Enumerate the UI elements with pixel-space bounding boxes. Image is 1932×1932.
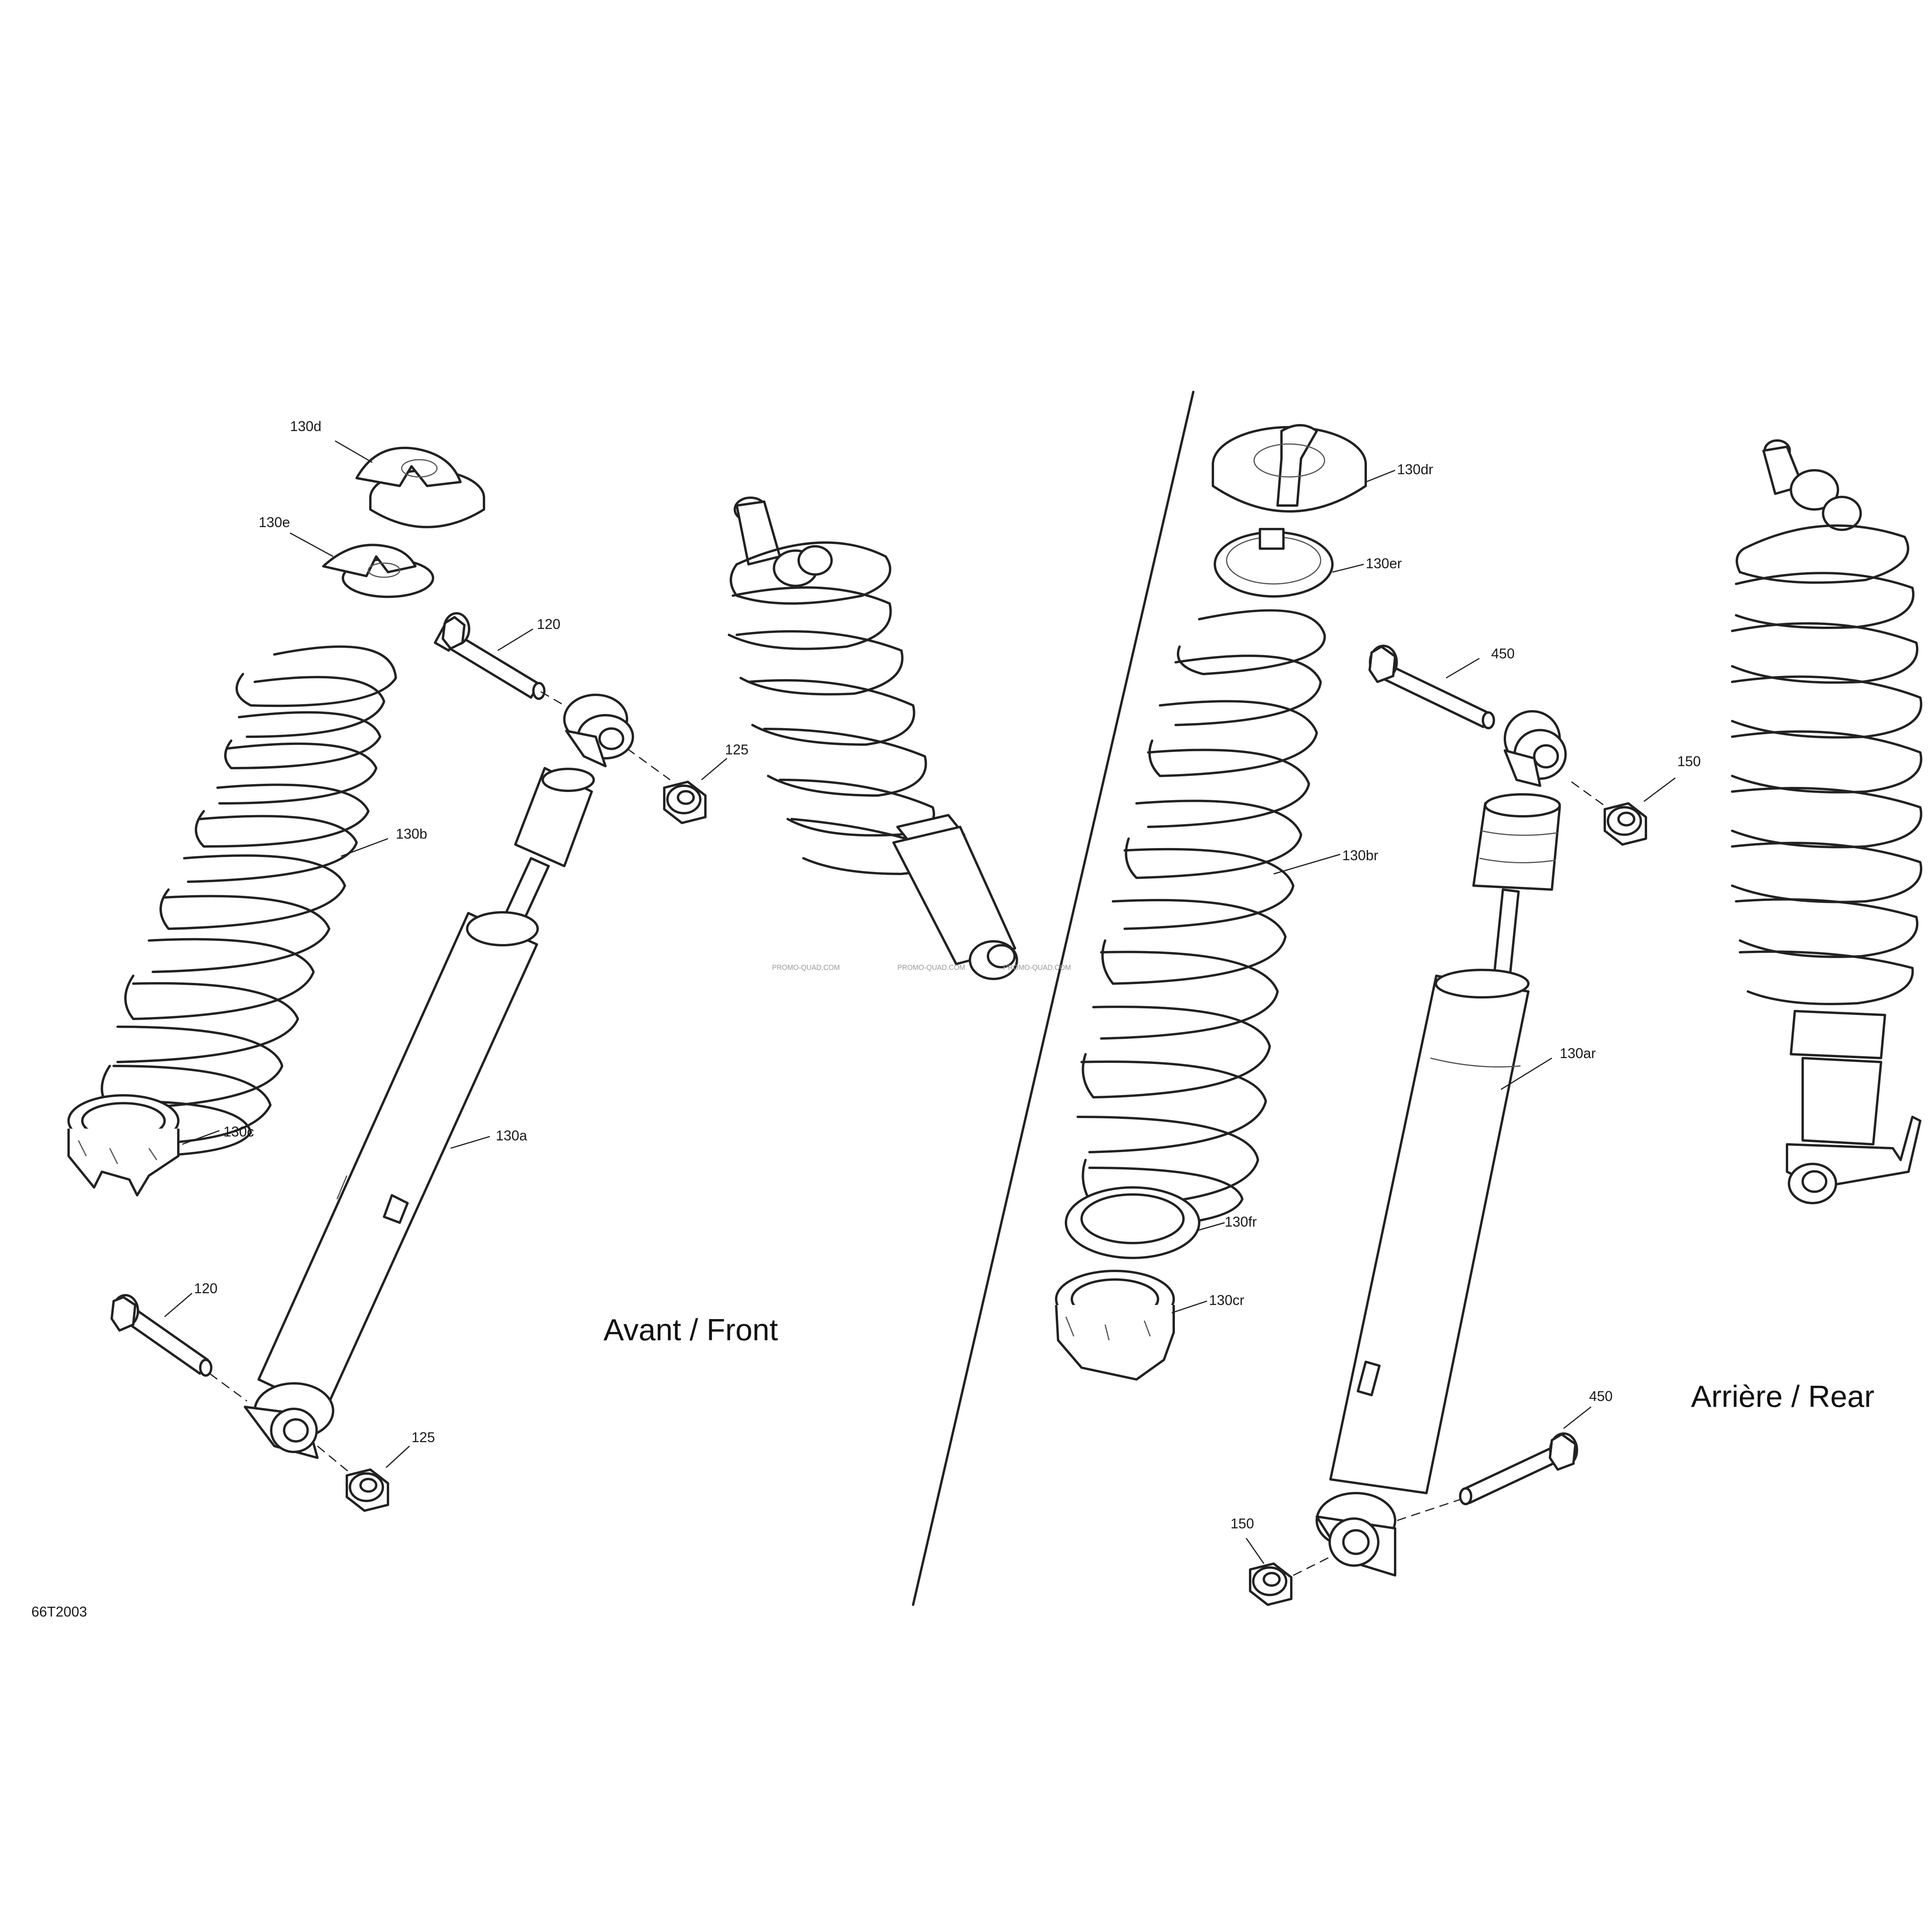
diagram-code: 66T2003 bbox=[31, 1604, 87, 1620]
callout-130a: 130a bbox=[496, 1127, 527, 1144]
rear-assembled-coilover bbox=[1731, 439, 1923, 1204]
callout-130br: 130br bbox=[1342, 847, 1378, 863]
part-130er-spacer bbox=[1214, 528, 1334, 598]
callout-130ar: 130ar bbox=[1560, 1045, 1596, 1061]
part-130e-clip bbox=[322, 544, 434, 598]
callout-130d: 130d bbox=[290, 418, 321, 434]
watermark: PROMO-QUAD.COM bbox=[772, 964, 840, 971]
callout-125-bottom: 125 bbox=[411, 1429, 435, 1445]
part-125-nut-top bbox=[663, 781, 707, 824]
part-150-nut-bottom bbox=[1249, 1562, 1292, 1606]
callout-150-top: 150 bbox=[1677, 753, 1701, 769]
callout-130b: 130b bbox=[396, 826, 427, 842]
section-title-front: Avant / Front bbox=[604, 1312, 778, 1347]
callout-130er: 130er bbox=[1366, 555, 1402, 571]
callout-450-bottom: 450 bbox=[1589, 1388, 1613, 1404]
callout-120-bottom: 120 bbox=[194, 1280, 217, 1296]
callout-130fr: 130fr bbox=[1225, 1214, 1257, 1230]
part-150-nut-top bbox=[1604, 802, 1647, 846]
callout-130cr: 130cr bbox=[1209, 1292, 1244, 1308]
part-120-bolt-bottom bbox=[111, 1294, 212, 1377]
part-130a-shock bbox=[244, 694, 634, 1459]
part-130cr-seat bbox=[1055, 1270, 1175, 1381]
callout-130dr: 130dr bbox=[1397, 461, 1433, 477]
callout-150-bottom: 150 bbox=[1231, 1515, 1254, 1531]
front-assembled-coilover bbox=[728, 497, 1018, 980]
part-130dr-retainer bbox=[1212, 424, 1367, 513]
callout-130e: 130e bbox=[259, 514, 290, 530]
part-130c-seat bbox=[67, 1094, 179, 1196]
part-130fr-ring bbox=[1065, 1186, 1200, 1259]
part-450-bolt-bottom bbox=[1459, 1432, 1578, 1505]
watermark: PROMO-QUAD.COM bbox=[897, 964, 965, 971]
part-450-bolt-top bbox=[1368, 645, 1495, 729]
part-130br-spring bbox=[1077, 609, 1326, 1228]
part-130ar-shock bbox=[1316, 710, 1567, 1577]
callout-130c: 130c bbox=[223, 1124, 254, 1140]
watermark: PROMO-QUAD.COM bbox=[1003, 964, 1071, 971]
part-120-bolt-top bbox=[434, 612, 546, 700]
callout-125-top: 125 bbox=[725, 741, 749, 758]
callout-120-top: 120 bbox=[537, 616, 560, 632]
part-130b-spring bbox=[101, 645, 397, 1157]
part-125-nut-bottom bbox=[346, 1468, 389, 1512]
callout-450-top: 450 bbox=[1491, 645, 1515, 662]
part-130d-retainer bbox=[355, 446, 485, 528]
section-divider bbox=[912, 391, 1194, 1606]
section-title-rear: Arrière / Rear bbox=[1691, 1379, 1874, 1414]
